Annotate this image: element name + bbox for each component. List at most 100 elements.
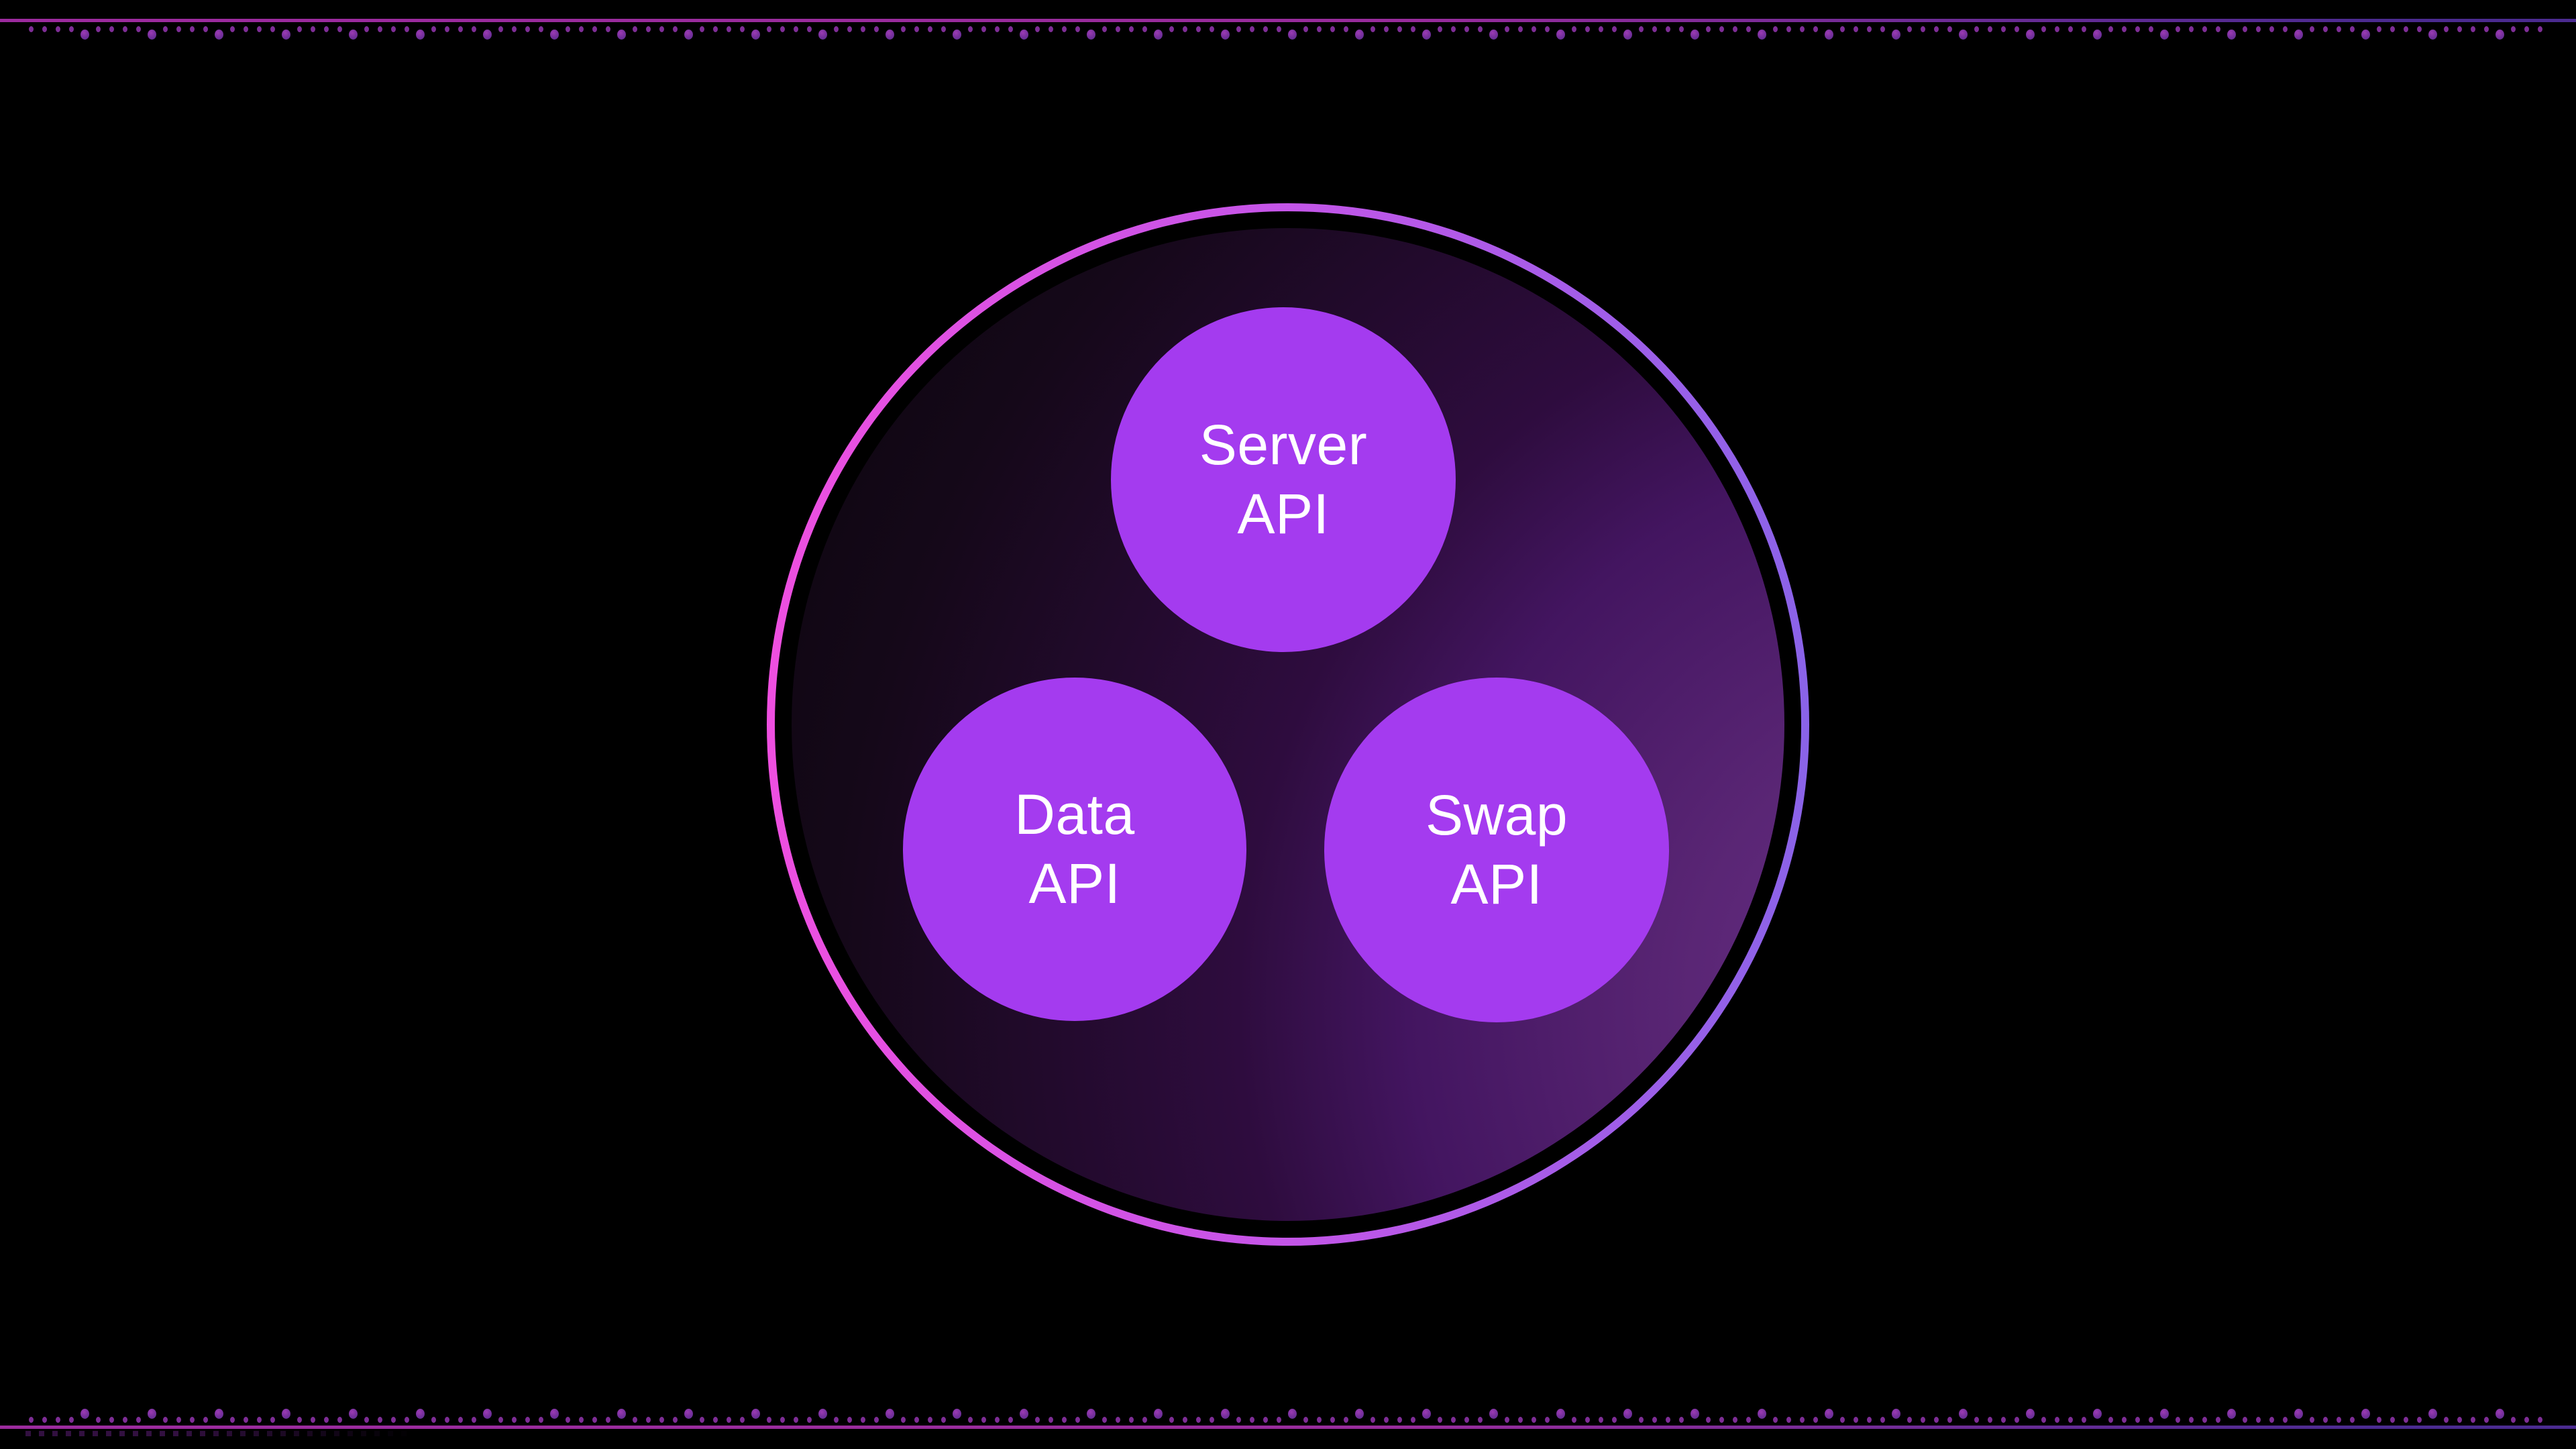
border-dot-small: [2081, 26, 2086, 32]
border-dot-small: [2524, 26, 2529, 32]
border-dot-large: [2495, 1409, 2504, 1419]
border-square: [25, 1431, 31, 1436]
border-dot-small: [632, 1417, 637, 1423]
border-dot-large: [1824, 1409, 1833, 1419]
border-dot-small: [2215, 1417, 2220, 1423]
border-dot-small: [1772, 1417, 1778, 1423]
border-dot-small: [297, 26, 302, 32]
border-dot-large: [616, 1409, 626, 1419]
border-dot-small: [1920, 1417, 1925, 1423]
border-dot-large: [684, 1409, 693, 1419]
border-dot-large: [2361, 30, 2370, 40]
border-dot-small: [2054, 1417, 2059, 1423]
border-dot-small: [1974, 1417, 1979, 1423]
border-dot-small: [55, 1417, 60, 1423]
border-dot-small: [1034, 1417, 1040, 1423]
border-dot-small: [2202, 1417, 2207, 1423]
border-dot-large: [952, 30, 961, 40]
border-dot-small: [2282, 26, 2288, 32]
border-dot-small: [498, 1417, 503, 1423]
border-dot-small: [458, 1417, 463, 1423]
border-dot-small: [458, 26, 463, 32]
border-dot-small: [2269, 1417, 2274, 1423]
border-square: [388, 1431, 393, 1436]
border-dot-small: [2349, 1417, 2355, 1423]
border-dot-small: [1410, 1417, 1415, 1423]
border-dot-small: [1947, 1417, 1952, 1423]
border-dot-small: [1034, 26, 1040, 32]
border-dot-small: [2242, 26, 2247, 32]
border-dot-small: [833, 26, 839, 32]
border-dot-small: [1638, 1417, 1644, 1423]
border-square: [294, 1431, 299, 1436]
border-dot-small: [1142, 1417, 1147, 1423]
border-dot-small: [605, 1417, 610, 1423]
border-dot-small: [2054, 26, 2059, 32]
border-dot-large: [281, 30, 290, 40]
border-dot-small: [2121, 26, 2127, 32]
border-dot-small: [444, 26, 449, 32]
border-dot-large: [549, 30, 559, 40]
border-dot-small: [2081, 1417, 2086, 1423]
node-label-line: Swap: [1425, 784, 1568, 847]
border-dot-small: [806, 1417, 812, 1423]
border-dot-small: [471, 1417, 476, 1423]
border-dot-small: [1343, 26, 1348, 32]
border-dot-small: [578, 26, 584, 32]
border-dot-small: [1504, 26, 1509, 32]
border-dot-small: [1209, 1417, 1214, 1423]
border-dot-large: [2092, 30, 2102, 40]
border-dot-small: [2188, 26, 2194, 32]
border-dot-small: [2121, 1417, 2127, 1423]
border-dot-small: [2390, 26, 2395, 32]
border-dot-small: [1115, 1417, 1120, 1423]
border-dot-small: [1263, 1417, 1268, 1423]
border-dot-small: [1169, 1417, 1174, 1423]
border-dot-small: [914, 26, 919, 32]
border-dot-small: [256, 26, 262, 32]
border-dot-small: [2457, 1417, 2462, 1423]
border-dot-large: [818, 1409, 827, 1419]
border-dot-large: [1623, 1409, 1632, 1419]
node-data-api: Data API: [903, 678, 1246, 1021]
border-dot-small: [2376, 1417, 2381, 1423]
border-dot-small: [900, 1417, 906, 1423]
border-square: [347, 1431, 353, 1436]
border-dot-large: [1623, 30, 1632, 40]
border-dot-small: [927, 1417, 932, 1423]
border-dot-small: [1813, 26, 1818, 32]
border-dot-small: [256, 1417, 262, 1423]
border-square: [401, 1431, 407, 1436]
border-dot-small: [1169, 26, 1174, 32]
border-dot-large: [2025, 1409, 2035, 1419]
border-dot-large: [415, 1409, 425, 1419]
border-dot-small: [873, 26, 879, 32]
border-dot-small: [2443, 26, 2449, 32]
border-dot-large: [2294, 1409, 2303, 1419]
border-square: [200, 1431, 205, 1436]
border-dot-small: [672, 26, 678, 32]
border-dot-small: [1236, 1417, 1241, 1423]
border-dot-small: [1665, 1417, 1670, 1423]
border-dot-small: [1933, 1417, 1939, 1423]
border-dot-small: [2000, 1417, 2006, 1423]
border-dot-small: [1544, 26, 1550, 32]
border-dot-small: [1880, 1417, 1885, 1423]
border-dot-small: [1437, 26, 1442, 32]
border-dot-small: [1048, 26, 1053, 32]
border-dot-large: [2092, 1409, 2102, 1419]
border-dot-small: [793, 26, 798, 32]
node-label-line: API: [1450, 853, 1543, 916]
border-dot-small: [1598, 26, 1603, 32]
border-dot-large: [952, 1409, 961, 1419]
border-dot-small: [565, 1417, 570, 1423]
border-dot-small: [981, 1417, 986, 1423]
border-dot-small: [2322, 26, 2328, 32]
border-dot-small: [377, 26, 382, 32]
border-dot-small: [1652, 1417, 1657, 1423]
border-dot-small: [1477, 1417, 1483, 1423]
border-dot-small: [176, 1417, 181, 1423]
border-dot-small: [337, 1417, 342, 1423]
border-dot-large: [1153, 30, 1163, 40]
